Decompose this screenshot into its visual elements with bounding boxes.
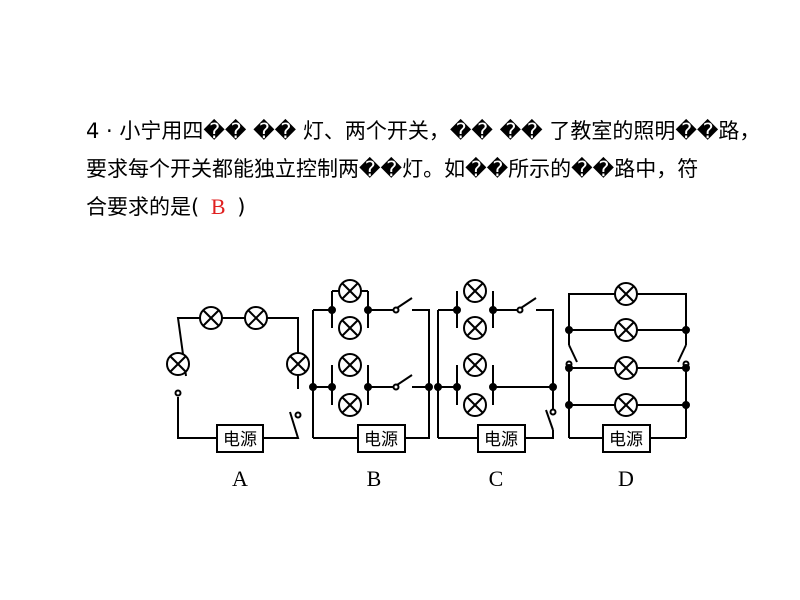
switch-contact — [392, 383, 400, 391]
switch-lever — [368, 297, 413, 311]
junction-dot — [328, 383, 336, 391]
junction-dot — [489, 383, 497, 391]
lamp-icon — [338, 353, 362, 377]
switch-lever — [545, 409, 554, 431]
switch-lever — [493, 297, 537, 311]
question-text: 4 · 小宁用四�� �� 灯、两个开关，�� �� 了教室的照明��路， 要求… — [86, 112, 761, 226]
wire — [176, 317, 299, 389]
switch-contact — [174, 389, 182, 397]
junction-dot — [682, 326, 690, 334]
switch-lever — [368, 374, 413, 388]
lamp-icon — [614, 318, 638, 342]
circuit-a — [166, 306, 310, 453]
lamp-icon — [614, 393, 638, 417]
lamp-icon — [614, 356, 638, 380]
power-label-c: 电源 — [484, 430, 518, 450]
option-label-c: C — [489, 466, 504, 491]
junction-dot — [489, 306, 497, 314]
power-supply-box — [602, 424, 651, 453]
junction-dot — [565, 401, 573, 409]
option-label-d: D — [618, 466, 634, 491]
power-label-b: 电源 — [364, 430, 398, 450]
circuit-d — [565, 282, 690, 453]
lamp-icon — [338, 316, 362, 340]
lamp-icon — [166, 352, 190, 376]
lamp-icon — [338, 279, 362, 303]
junction-dot — [425, 383, 433, 391]
junction-dot — [682, 401, 690, 409]
junction-dot — [434, 383, 442, 391]
lamp-icon — [614, 282, 638, 306]
answer-mark: B — [210, 194, 226, 219]
lamp-icon — [286, 352, 310, 376]
circuit-c — [434, 279, 557, 453]
junction-dot — [453, 383, 461, 391]
wire — [525, 430, 554, 439]
switch-contact — [392, 306, 400, 314]
option-label-a: A — [232, 466, 248, 491]
switch-lever — [568, 344, 578, 363]
question-line-3-prefix: 合要求的是( — [86, 195, 200, 219]
junction-dot — [364, 306, 372, 314]
lamp-icon — [463, 316, 487, 340]
wire — [177, 397, 217, 439]
power-label-d: 电源 — [609, 430, 643, 450]
question-line-2: 要求每个开关都能独立控制两��灯。如��所示的��路中，符 — [86, 157, 699, 181]
junction-dot — [549, 383, 557, 391]
question-line-1: 4 · 小宁用四�� �� 灯、两个开关，�� �� 了教室的照明��路， — [86, 119, 761, 143]
switch-contact — [549, 408, 557, 416]
wire — [263, 411, 300, 439]
junction-dot — [565, 326, 573, 334]
lamp-icon — [199, 306, 223, 330]
junction-dot — [453, 306, 461, 314]
option-label-b: B — [367, 466, 382, 491]
switch-contact — [516, 306, 524, 314]
circuit-b — [309, 279, 433, 453]
power-supply-box — [357, 424, 406, 453]
lamp-icon — [338, 393, 362, 417]
junction-dot — [309, 383, 317, 391]
switch-lever — [677, 344, 687, 363]
power-supply-box — [477, 424, 526, 453]
wire — [405, 309, 430, 439]
junction-dot — [328, 306, 336, 314]
junction-dot — [364, 383, 372, 391]
power-supply-box — [216, 424, 264, 453]
lamp-icon — [463, 279, 487, 303]
question-line-3-suffix: ) — [237, 195, 246, 219]
junction-dot — [682, 364, 690, 372]
switch-contact — [294, 411, 302, 419]
wire — [536, 309, 554, 412]
lamp-icon — [463, 353, 487, 377]
lamp-icon — [463, 393, 487, 417]
question-line-3: 合要求的是( B) — [86, 188, 736, 226]
junction-dot — [565, 364, 573, 372]
lamp-icon — [244, 306, 268, 330]
power-label-a: 电源 — [223, 430, 257, 450]
